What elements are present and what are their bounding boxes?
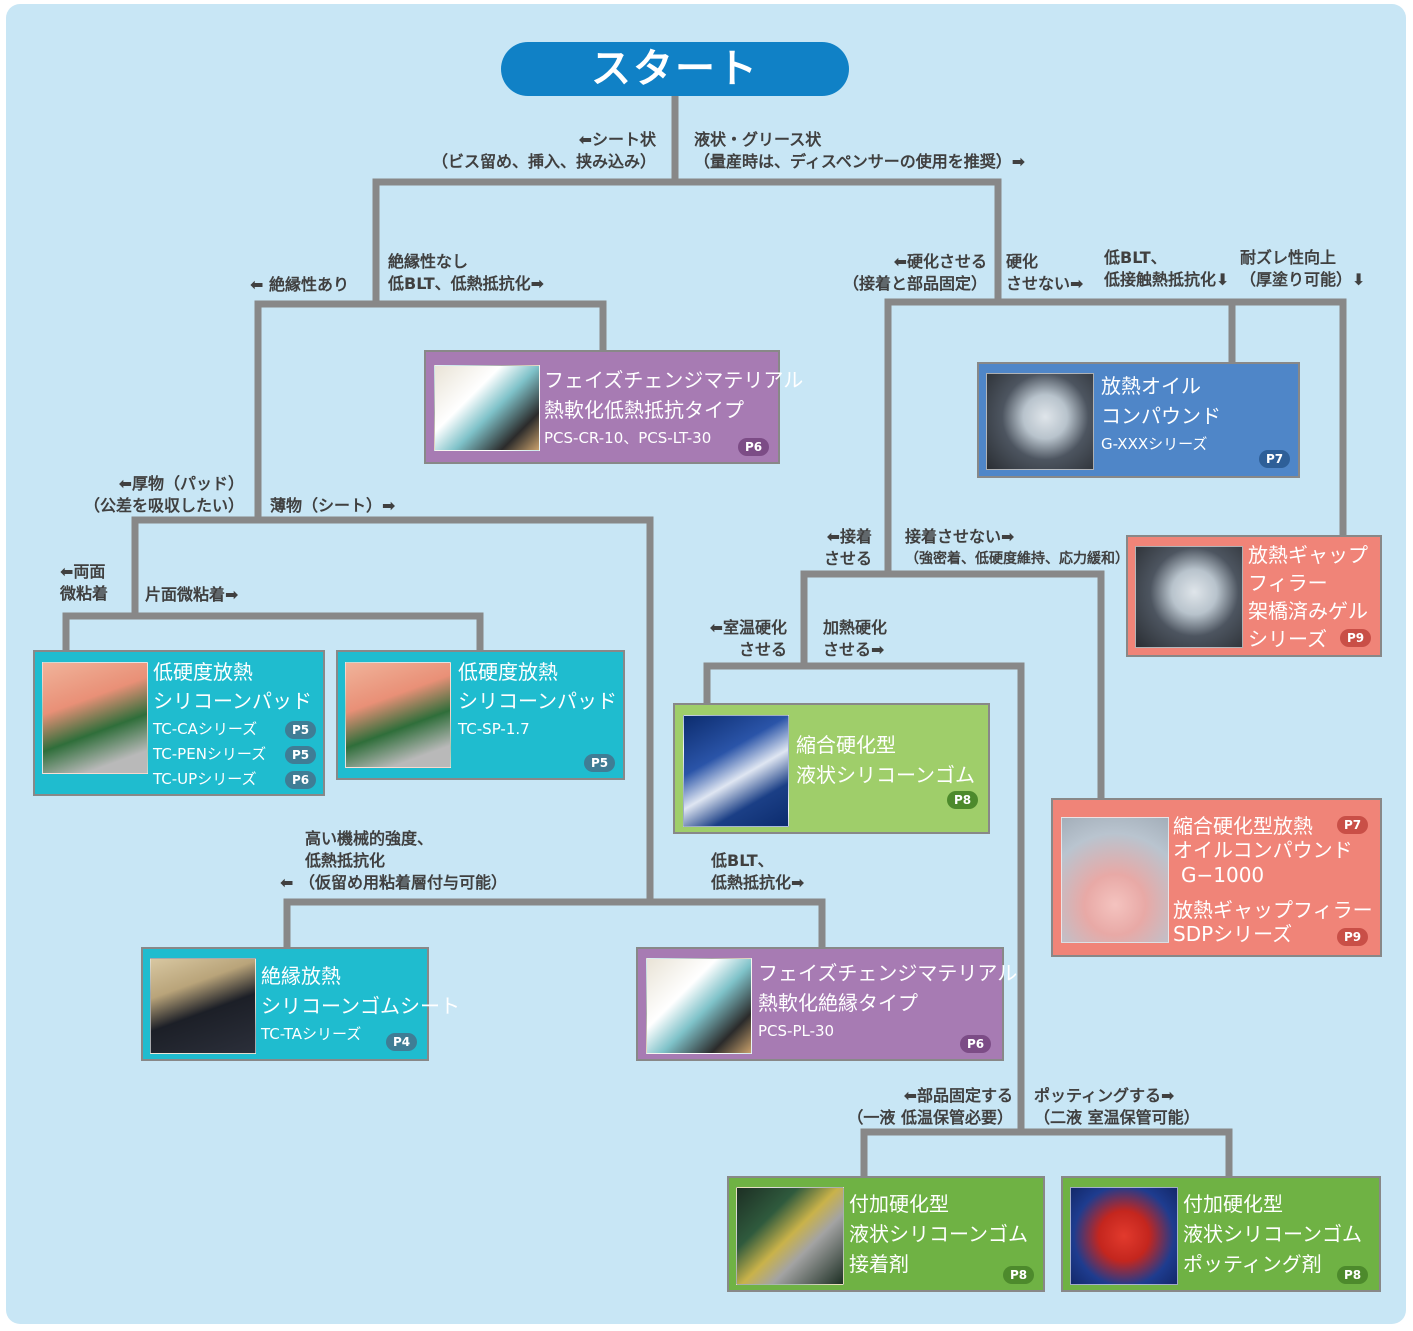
page-badge: P8	[947, 791, 979, 809]
page-badge: P5	[285, 721, 317, 739]
product-use: 接着剤	[849, 1252, 909, 1276]
edge-label-thick: ⬅厚物（パッド）（公差を吸収したい）	[83, 474, 244, 515]
edge-label-bond: ⬅接着させる	[823, 527, 872, 568]
page-badge: P6	[285, 771, 317, 789]
page-badge: P4	[386, 1033, 418, 1051]
product-pcm-insulating[interactable]: フェイズチェンジマテリアル 熱軟化絶縁タイプ PCS-PL-30 P6	[636, 947, 1017, 1061]
edge-label-double-sided: ⬅両面微粘着	[60, 562, 109, 603]
product-type: シリコーンゴムシート	[261, 994, 460, 1018]
product-type: オイルコンパウンド	[1173, 838, 1353, 862]
product-model: G−1000	[1181, 863, 1265, 887]
edge-label-no-cure: 硬化させない➡	[1006, 252, 1084, 293]
edge-label-mechanical-strength: 高い機械的強度、 低熱抵抗化 ⬅ （仮留め用粘着層付与可能）	[280, 829, 507, 892]
edge-label-heat-cure: 加熱硬化させる➡	[823, 618, 888, 659]
edge-label-low-blt: 低BLT、低接触熱抵抗化⬇	[1104, 248, 1230, 289]
edge-label-insulation-yes: ⬅ 絶縁性あり	[250, 275, 349, 294]
product-name: 縮合硬化型放熱	[1173, 814, 1313, 838]
page-badge: P8	[1337, 1266, 1369, 1284]
product-model: TC-TAシリーズ	[261, 1025, 362, 1043]
page-badge: P7	[1259, 450, 1291, 468]
product-type: 液状シリコーンゴム	[796, 763, 975, 787]
product-photo	[986, 373, 1094, 470]
product-type: コンパウンド	[1101, 404, 1221, 428]
product-name: 絶縁放熱	[261, 964, 341, 988]
product-photo	[1070, 1187, 1178, 1285]
product-name: 付加硬化型	[1183, 1192, 1283, 1216]
product-condensation-cure-rubber[interactable]: 縮合硬化型 液状シリコーンゴム P8	[673, 703, 990, 834]
page-badge: P6	[738, 438, 770, 456]
product-name: フェイズチェンジマテリアル	[544, 368, 804, 392]
page-badge: P9	[1337, 928, 1369, 946]
product-type: 架橋済みゲル	[1248, 599, 1368, 623]
product-thermal-oil-compound[interactable]: 放熱オイル コンパウンド G-XXXシリーズ P7	[977, 362, 1300, 478]
edge-label-single-sided: 片面微粘着➡	[145, 585, 239, 604]
edge-label-liquid: 液状・グリース状（量産時は、ディスペンサーの使用を推奨）➡	[694, 130, 1026, 171]
product-model: PCS-PL-30	[758, 1022, 835, 1040]
product-type: 熱軟化絶縁タイプ	[758, 991, 918, 1015]
product-type: 液状シリコーンゴム	[1183, 1222, 1362, 1246]
product-photo	[736, 1187, 844, 1285]
edge-label-component-fix: ⬅部品固定する（一液 低温保管必要）	[847, 1086, 1013, 1127]
product-photo	[646, 958, 752, 1054]
product-name: フェイズチェンジマテリアル	[758, 961, 1018, 985]
product-type: 熱軟化低熱抵抗タイプ	[544, 398, 744, 422]
product-series: シリーズ	[1248, 627, 1327, 651]
product-name-2: フィラー	[1248, 571, 1328, 595]
product-model: TC-UPシリーズ	[153, 770, 257, 788]
product-silicone-pad-series[interactable]: 低硬度放熱 シリコーンパッド TC-CAシリーズ P5 TC-PENシリーズ P…	[33, 650, 325, 796]
product-use: ポッティング剤	[1183, 1252, 1322, 1276]
product-photo	[434, 365, 540, 451]
product-photo	[683, 715, 789, 827]
product-photo	[1135, 546, 1243, 648]
page-badge: P8	[1003, 1266, 1035, 1284]
product-name-2: 放熱ギャップフィラー	[1173, 898, 1373, 922]
edge-label-thin: 薄物（シート）➡	[270, 496, 396, 515]
page-badge: P5	[584, 754, 616, 772]
edge-label-insulation-no: 絶縁性なし低BLT、低熱抵抗化➡	[388, 252, 545, 293]
edge-label-thin-low-blt: 低BLT、低熱抵抗化➡	[711, 851, 805, 892]
edge-label-sheet: ⬅シート状（ビス留め、挿入、挟み込み）	[431, 130, 656, 171]
product-pcm-low-resistance[interactable]: フェイズチェンジマテリアル 熱軟化低熱抵抗タイプ PCS-CR-10、PCS-L…	[424, 350, 803, 464]
product-photo	[345, 662, 451, 768]
page-badge: P5	[285, 746, 317, 764]
product-type: シリコーンパッド	[153, 689, 312, 713]
start-node: スタート	[501, 42, 849, 96]
product-name: 放熱オイル	[1101, 374, 1201, 398]
product-photo	[1061, 817, 1169, 943]
product-name: 低硬度放熱	[458, 660, 558, 684]
product-addition-cure-potting[interactable]: 付加硬化型 液状シリコーンゴム ポッティング剤 P8	[1061, 1176, 1381, 1292]
product-model: PCS-CR-10、PCS-LT-30	[544, 429, 712, 447]
product-gap-filler-gel[interactable]: 放熱ギャップ フィラー 架橋済みゲル シリーズ P9	[1126, 535, 1382, 657]
edge-label-room-temp-cure: ⬅室温硬化させる	[709, 618, 787, 659]
product-photo	[42, 662, 148, 774]
product-name: 付加硬化型	[849, 1192, 949, 1216]
product-name: 低硬度放熱	[153, 660, 253, 684]
edge-label-cure: ⬅硬化させる（接着と部品固定）	[842, 252, 987, 293]
product-photo	[150, 958, 256, 1054]
product-addition-cure-adhesive[interactable]: 付加硬化型 液状シリコーンゴム 接着剤 P8	[727, 1176, 1045, 1292]
product-name: 縮合硬化型	[796, 733, 896, 757]
product-series: SDPシリーズ	[1173, 922, 1293, 946]
edge-label-no-bond: 接着させない➡ （強密着、低硬度維持、応力緩和）	[905, 527, 1129, 567]
product-name: 放熱ギャップ	[1248, 543, 1368, 567]
product-model: TC-PENシリーズ	[153, 745, 267, 763]
product-model: G-XXXシリーズ	[1101, 435, 1208, 453]
product-model: TC-SP-1.7	[458, 720, 530, 738]
product-type: シリコーンパッド	[458, 689, 617, 713]
product-condensation-oil-compound[interactable]: 縮合硬化型放熱 P7 オイルコンパウンド G−1000 放熱ギャップフィラー S…	[1051, 798, 1382, 957]
product-type: 液状シリコーンゴム	[849, 1222, 1028, 1246]
product-silicone-pad-sp[interactable]: 低硬度放熱 シリコーンパッド TC-SP-1.7 P5	[336, 650, 625, 780]
page-badge: P7	[1337, 816, 1369, 834]
edge-label-slip-resistance: 耐ズレ性向上（厚塗り可能）⬇	[1240, 248, 1366, 289]
edge-label-potting: ポッティングする➡（二液 室温保管可能）	[1034, 1086, 1200, 1127]
page-badge: P6	[960, 1035, 992, 1053]
page-badge: P9	[1340, 629, 1372, 647]
product-insulating-rubber-sheet[interactable]: 絶縁放熱 シリコーンゴムシート TC-TAシリーズ P4	[141, 947, 460, 1061]
product-model: TC-CAシリーズ	[153, 720, 258, 738]
